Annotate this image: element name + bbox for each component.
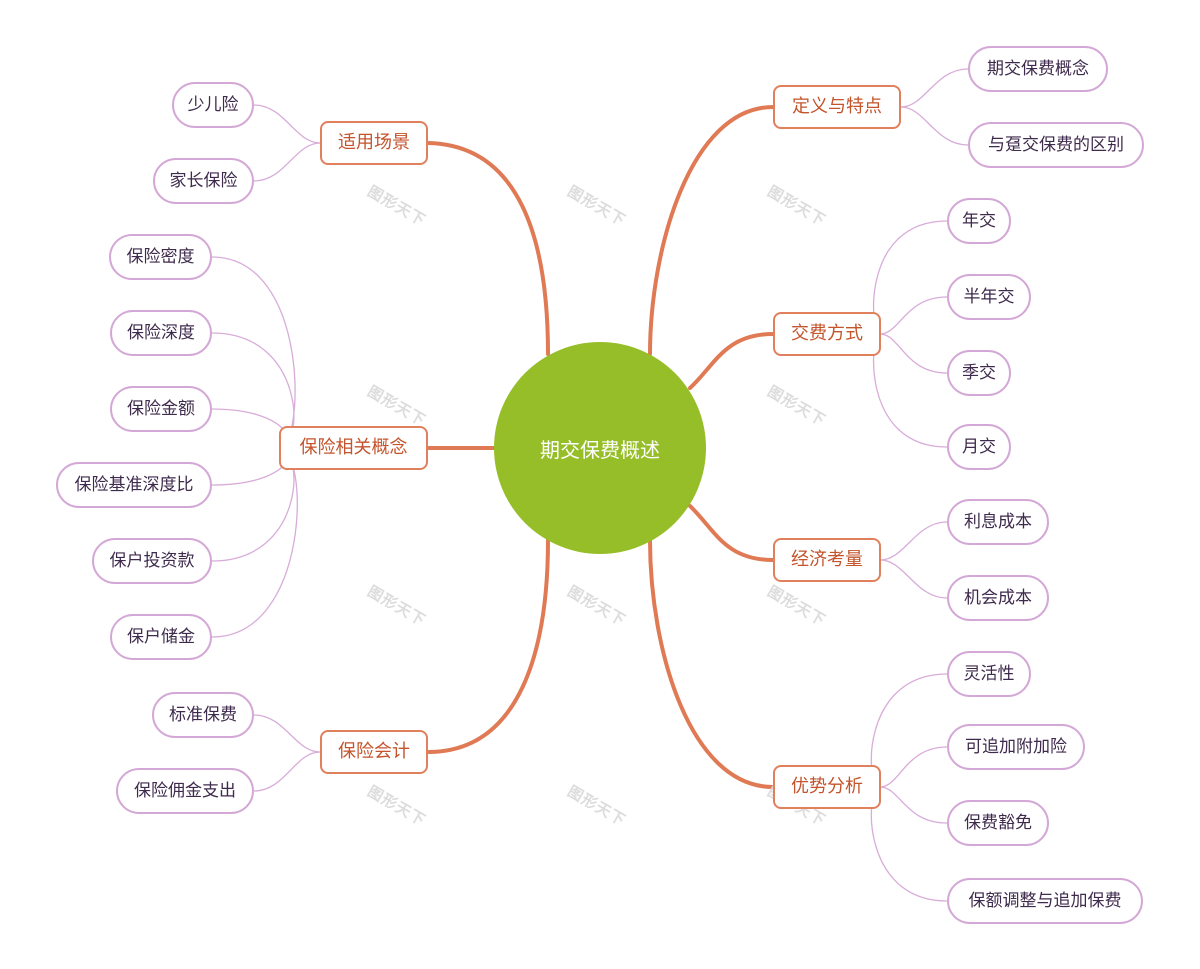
leaf-topic[interactable]: 少儿险	[172, 82, 254, 128]
leaf-topic[interactable]: 家长保险	[153, 158, 254, 204]
leaf-topic[interactable]: 保额调整与追加保费	[947, 878, 1143, 924]
connector-branch-3-leaf-0	[900, 68, 969, 108]
leaf-topic[interactable]: 保险金额	[110, 386, 212, 432]
branch-topic-advantages[interactable]: 优势分析	[773, 765, 881, 809]
leaf-topic[interactable]: 保户储金	[110, 614, 212, 660]
center-topic[interactable]: 期交保费概述	[494, 342, 706, 554]
connector-branch-1-leaf-0	[211, 256, 296, 449]
leaf-topic[interactable]: 期交保费概念	[968, 46, 1108, 92]
connector-branch-6-leaf-2	[879, 786, 948, 824]
connector-branch-1-leaf-5	[211, 447, 298, 638]
leaf-topic[interactable]: 机会成本	[947, 575, 1049, 621]
connector-center-to-branch-6	[648, 538, 775, 789]
connector-branch-6-leaf-3	[870, 786, 948, 902]
connector-center-to-branch-5	[688, 504, 775, 562]
connector-branch-4-leaf-1	[879, 296, 948, 335]
leaf-topic[interactable]: 保费豁免	[947, 800, 1049, 846]
leaf-topic[interactable]: 保户投资款	[92, 538, 212, 584]
leaf-topic[interactable]: 保险密度	[109, 234, 212, 280]
branch-topic-insurance-concepts[interactable]: 保险相关概念	[279, 426, 428, 470]
connector-branch-6-leaf-0	[870, 673, 948, 788]
leaf-topic[interactable]: 季交	[947, 350, 1011, 396]
connector-center-to-branch-0	[426, 141, 550, 356]
leaf-topic[interactable]: 可追加附加险	[947, 724, 1085, 770]
center-topic-label: 期交保费概述	[540, 437, 660, 462]
connector-branch-4-leaf-3	[872, 333, 948, 448]
branch-topic-definition[interactable]: 定义与特点	[773, 85, 901, 129]
connector-branch-1-leaf-3	[211, 447, 290, 486]
branch-topic-applicable-scenarios[interactable]: 适用场景	[320, 121, 428, 165]
leaf-topic[interactable]: 与趸交保费的区别	[968, 122, 1144, 168]
branch-topic-economic-considerations[interactable]: 经济考量	[773, 538, 881, 582]
leaf-topic[interactable]: 保险基准深度比	[56, 462, 212, 508]
connector-branch-2-leaf-0	[253, 714, 321, 753]
connector-branch-5-leaf-0	[879, 521, 948, 561]
branch-topic-insurance-accounting[interactable]: 保险会计	[320, 730, 428, 774]
leaf-topic[interactable]: 保险深度	[110, 310, 212, 356]
leaf-topic[interactable]: 年交	[947, 198, 1011, 244]
connector-center-to-branch-4	[688, 332, 775, 390]
connector-center-to-branch-2	[426, 538, 550, 754]
leaf-topic[interactable]: 月交	[947, 424, 1011, 470]
connector-center-to-branch-3	[648, 105, 775, 356]
connector-branch-0-leaf-0	[253, 104, 321, 144]
connector-branch-2-leaf-1	[253, 751, 321, 792]
branch-topic-payment-methods[interactable]: 交费方式	[773, 312, 881, 356]
leaf-topic[interactable]: 标准保费	[152, 692, 254, 738]
connector-branch-5-leaf-1	[879, 559, 948, 599]
leaf-topic[interactable]: 保险佣金支出	[116, 768, 254, 814]
connector-branch-6-leaf-1	[879, 746, 948, 788]
leaf-topic[interactable]: 半年交	[947, 274, 1031, 320]
connector-branch-1-leaf-2	[211, 408, 290, 449]
connector-branch-3-leaf-1	[900, 106, 969, 146]
connector-branch-4-leaf-2	[879, 333, 948, 374]
connector-branch-4-leaf-0	[872, 220, 948, 335]
leaf-topic[interactable]: 灵活性	[947, 651, 1031, 697]
leaf-topic[interactable]: 利息成本	[947, 499, 1049, 545]
connector-branch-0-leaf-1	[253, 142, 321, 182]
